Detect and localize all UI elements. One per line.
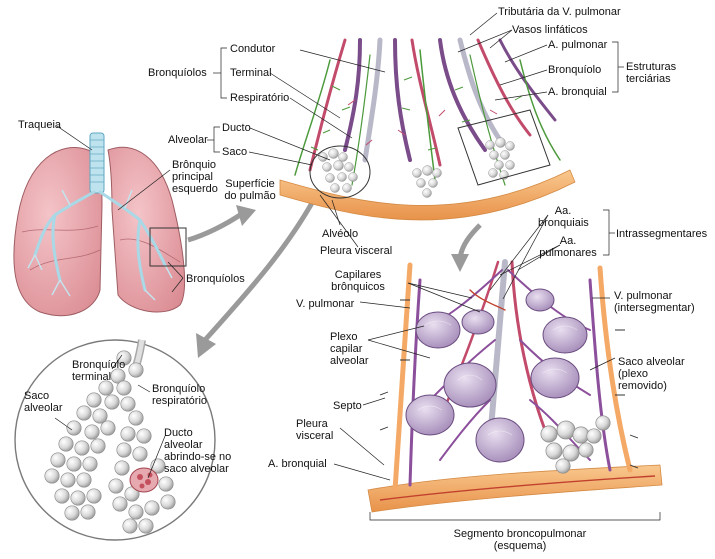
label-plexo-capilar-alveolar: Plexo capilar alveolar [330, 331, 369, 367]
label-saco-alveolar-plexo-removido: Saco alveolar (plexo removido) [618, 356, 685, 392]
label-tributaria-v-pulmonar: Tributária da V. pulmonar [498, 6, 621, 18]
label-bronquiolos-lung: Bronquíolos [186, 273, 245, 285]
label-bronquio-principal-esquerdo: Brônquio principal esquerdo [172, 159, 218, 195]
label-a-bronquial-top: A. bronquial [548, 86, 607, 98]
label-v-pulmonar-intersegmentar: V. pulmonar (intersegmentar) [614, 290, 695, 314]
leader-lines [54, 12, 661, 521]
label-bronquiolo-terminal: Bronquíolo terminal [72, 359, 126, 383]
label-superficie-do-pulmao: Superfície do pulmão [224, 178, 276, 202]
lung-illustration [13, 132, 187, 317]
label-septo: Septo [333, 400, 362, 412]
label-bronquiolos-group: Bronquíolos [148, 67, 207, 79]
label-ducto-alveolar: Ducto alveolar abrindo-se no saco alveol… [164, 427, 232, 475]
label-a-bronquial-bottom: A. bronquial [268, 458, 327, 470]
label-v-pulmonar-left: V. pulmonar [296, 298, 355, 310]
label-terminal: Terminal [230, 67, 272, 79]
label-estruturas-terciarias: Estruturas terciárias [626, 61, 677, 85]
label-vasos-linfaticos: Vasos linfáticos [512, 24, 588, 36]
label-pleura-visceral-bottom: Pleura visceral [296, 418, 334, 442]
label-traqueia: Traqueia [18, 119, 62, 131]
label-capilares-bronquicos: Capilares brônquicos [331, 269, 385, 293]
label-condutor: Condutor [230, 43, 276, 55]
label-saco-alveolar-inset: Saco alveolar [24, 390, 63, 414]
label-aa-bronquiais: Aa. bronquiais [538, 205, 589, 229]
top-lobule-illustration [279, 37, 576, 221]
label-alveolo: Alvéolo [322, 228, 359, 240]
label-respiratorio: Respiratório [230, 92, 290, 104]
label-a-pulmonar: A. pulmonar [548, 39, 608, 51]
segment-alveolar-clusters [405, 288, 611, 474]
pointer-arrows [187, 190, 482, 358]
label-bronquiolo: Bronquíolo [548, 64, 602, 76]
label-ducto: Ducto [222, 122, 251, 134]
label-aa-pulmonares: Aa. pulmonares [539, 235, 597, 259]
label-segmento-broncopulmonar: Segmento broncopulmonar (esquema) [453, 528, 587, 552]
label-alveolar-group: Alveolar [168, 134, 208, 146]
label-intrassegmentares: Intrassegmentares [616, 228, 708, 240]
label-bronquiolo-respiratorio: Bronquíolo respiratório [152, 383, 208, 407]
label-saco: Saco [222, 146, 248, 158]
label-pleura-visceral-top: Pleura visceral [320, 245, 393, 257]
segment-illustration [367, 259, 663, 513]
inset-illustration [14, 339, 216, 541]
